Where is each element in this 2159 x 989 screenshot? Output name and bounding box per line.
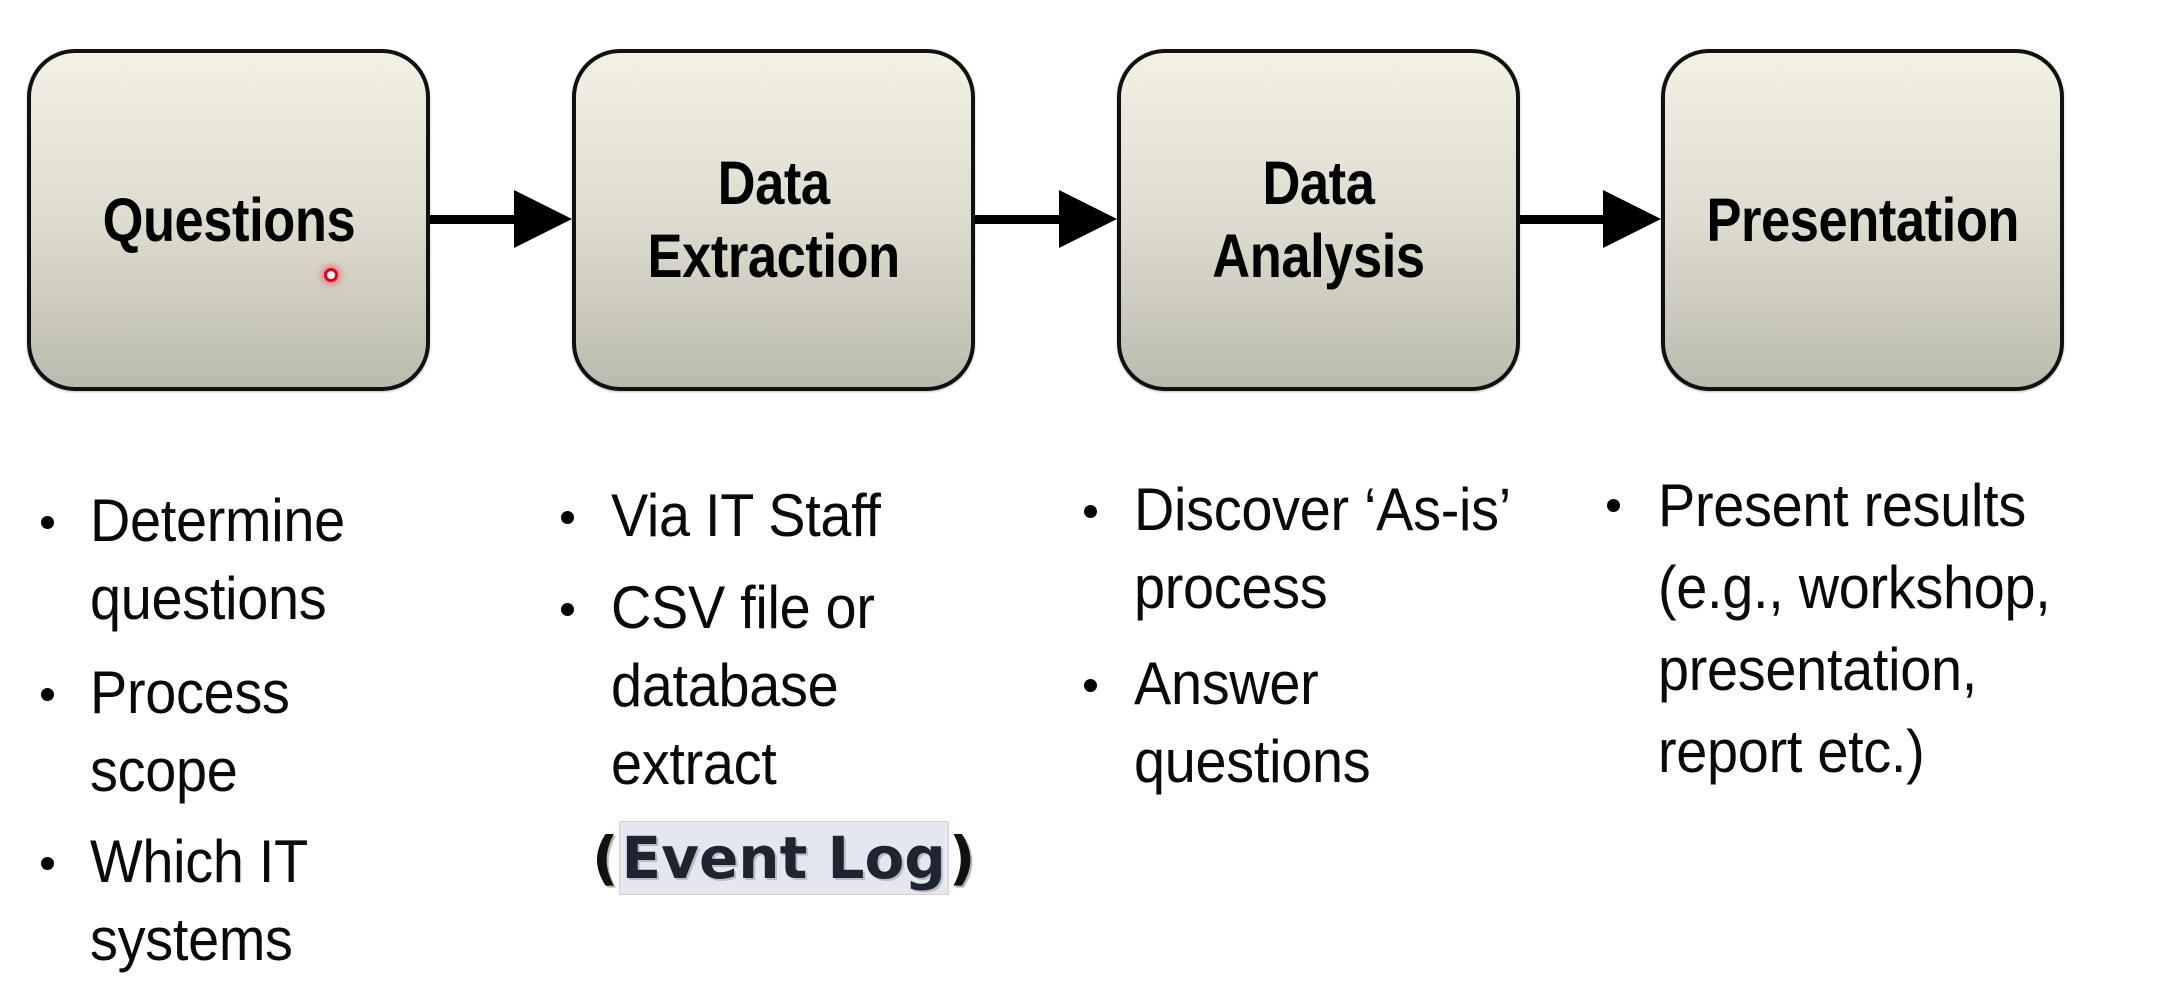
arrow-right-icon	[430, 190, 572, 248]
bullet-icon	[1084, 679, 1097, 692]
arrow-right-icon	[975, 190, 1117, 248]
bullet-icon	[41, 857, 54, 870]
list-item: Via IT Staff	[611, 482, 881, 549]
list-item: Present results (e.g., workshop, present…	[1658, 472, 2051, 785]
close-paren: )	[948, 824, 976, 892]
bullet-icon	[41, 516, 54, 529]
step-title-questions: Questions	[102, 185, 355, 254]
list-item: Discover ‘As-is’ process	[1134, 476, 1511, 621]
bullet-icon	[1607, 499, 1620, 512]
event-log-label: (Event Log)	[592, 818, 975, 898]
list-item: CSV file or database extract	[611, 574, 875, 797]
open-paren: (	[592, 824, 619, 892]
step-box-presentation: Presentation	[1661, 49, 2064, 391]
step-title-data-extraction: Data Extraction	[647, 149, 900, 290]
bullet-icon	[41, 688, 54, 701]
list-item: Process scope	[90, 659, 290, 804]
list-item: Determine questions	[90, 487, 345, 632]
step-title-presentation: Presentation	[1706, 185, 2019, 254]
bullet-icon	[561, 603, 574, 616]
list-item: Which IT systems	[90, 828, 308, 973]
step-box-data-extraction: Data Extraction	[572, 49, 975, 391]
arrow-right-icon	[1520, 190, 1661, 248]
bullet-icon	[1084, 505, 1097, 518]
event-log-highlight: Event Log	[618, 821, 949, 895]
bullet-icon	[561, 511, 574, 524]
list-item: Answer questions	[1134, 650, 1371, 795]
step-title-data-analysis: Data Analysis	[1212, 149, 1425, 290]
step-box-data-analysis: Data Analysis	[1117, 49, 1520, 391]
cursor-indicator-icon	[324, 268, 338, 282]
step-box-questions: Questions	[27, 49, 430, 391]
